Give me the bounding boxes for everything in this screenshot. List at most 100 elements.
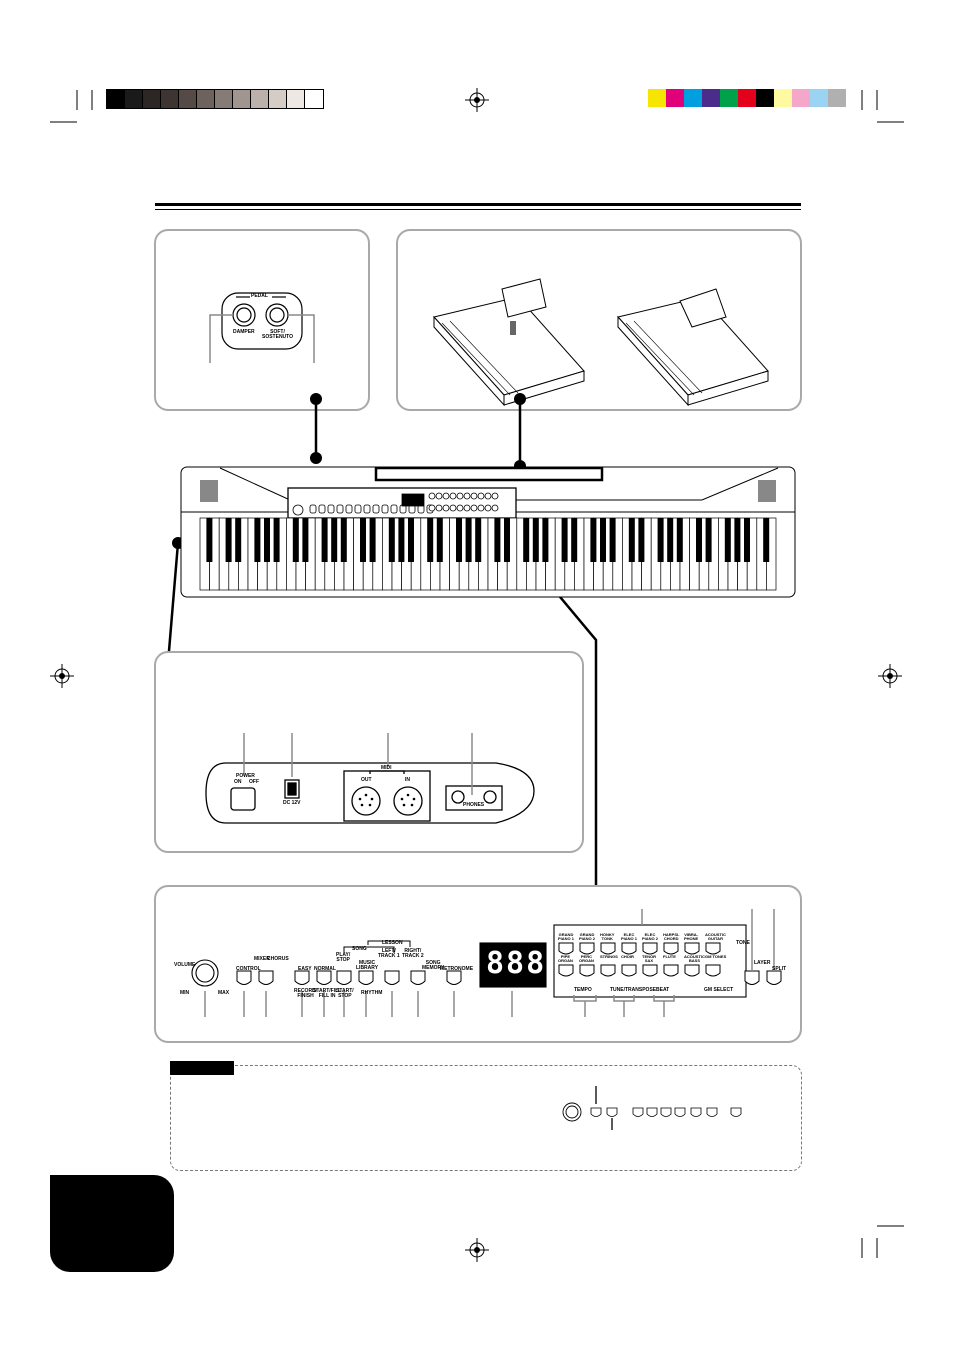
panel-button [318, 504, 326, 514]
black-key [532, 518, 539, 562]
black-key [264, 518, 270, 562]
pedal-jacks-illustration [209, 292, 315, 363]
tone-button [621, 942, 637, 955]
tone-button [621, 964, 637, 977]
black-key [705, 518, 712, 562]
start-stop-label: START/ STOP [336, 988, 354, 1000]
tone-label: TENOR SAX [642, 954, 656, 964]
keyboard-overview [180, 466, 796, 598]
tone-button [663, 942, 679, 955]
thumb-button [706, 1107, 718, 1117]
tone-button [684, 942, 700, 955]
tone-label: GRAND PIANO 2 [579, 932, 596, 942]
tone-button [456, 504, 464, 512]
black-key [657, 518, 664, 562]
easy-label: EASY [298, 966, 312, 972]
tone-label: CHOIR [621, 954, 634, 959]
color-swatch [648, 89, 666, 107]
black-key [561, 518, 568, 562]
black-key [456, 518, 462, 562]
black-key [590, 518, 597, 562]
tone-button [449, 504, 457, 512]
tone-label: HONKY TONK [600, 932, 615, 942]
panel-button [336, 970, 352, 985]
black-key [465, 518, 472, 562]
black-key [494, 518, 501, 562]
black-key [696, 518, 702, 562]
volume-label: VOLUME [174, 962, 196, 968]
black-key [542, 518, 549, 562]
tone-button [558, 942, 574, 955]
tone-label: TONE [736, 940, 750, 946]
black-key [676, 518, 683, 562]
black-key [254, 518, 261, 562]
layer-split-button [744, 970, 760, 985]
tone-label: ELEC PIANO 1 [621, 932, 638, 942]
pedal-jack-box: PEDAL DAMPER SOFT/ SOSTENUTO [154, 229, 370, 411]
tone-button [642, 942, 658, 955]
black-key [436, 518, 443, 562]
color-swatch [702, 89, 720, 107]
black-key [427, 518, 434, 562]
layer-split-button [766, 970, 782, 985]
display-digits: 888 [486, 946, 547, 981]
black-key [744, 518, 750, 562]
midi-label: MIDI [381, 765, 392, 771]
black-key [360, 518, 366, 562]
tone-button [477, 504, 485, 512]
beat-label: BEAT [656, 987, 670, 993]
note-box [170, 1065, 802, 1171]
color-swatch [684, 89, 702, 107]
bracket [653, 995, 675, 1002]
thumb-button [690, 1107, 702, 1117]
rear-panel-illustration [205, 733, 535, 824]
tone-button [449, 492, 457, 500]
panel-button [384, 970, 400, 985]
black-key [763, 518, 770, 562]
record-finish-label: RECORD/ FINISH [294, 988, 318, 1000]
panel-button [316, 970, 332, 985]
tone-button [684, 964, 700, 977]
tone-button [642, 964, 658, 977]
title-rule [155, 203, 801, 206]
note-thumbnail-illustration [562, 1086, 742, 1130]
tone-button [663, 964, 679, 977]
split-label: SPLIT [772, 966, 787, 972]
metronome-label: METRONOME [440, 966, 474, 972]
tone-button [463, 492, 471, 500]
tone-label: ACOUSTIC GUITAR [705, 932, 726, 942]
control-panel-box: 888 VOLUME MIN MAX CONTROL MIXER CHORUS … [154, 885, 802, 1043]
panel-button [309, 504, 317, 514]
black-key [475, 518, 482, 562]
black-key [206, 518, 213, 562]
track-right-label: RIGHT/ TRACK 2 [402, 948, 424, 960]
tone-label: PIPE ORGAN [558, 954, 573, 964]
music-library-label: MUSIC LIBRARY [356, 960, 379, 972]
midi-in-label: IN [405, 777, 410, 783]
tone-button [579, 964, 595, 977]
tone-label: PERC ORGAN [579, 954, 594, 964]
black-key [523, 518, 530, 562]
volume-max-label: MAX [218, 990, 230, 996]
midi-out-label: OUT [361, 777, 372, 783]
pedal-group-label: PEDAL [251, 293, 268, 299]
tone-button [558, 964, 574, 977]
panel-button [381, 504, 389, 514]
piano-models-box [396, 229, 802, 411]
black-key [408, 518, 414, 562]
thumb-button [632, 1107, 644, 1117]
power-label: POWER [236, 773, 255, 779]
panel-button [258, 970, 274, 985]
panel-button [354, 504, 362, 514]
power-on-label: ON [234, 779, 242, 785]
control-panel-illustration [191, 909, 782, 1017]
tone-button [491, 504, 499, 512]
play-stop-label: PLAY/ STOP [336, 952, 351, 964]
tune-transpose-label: TUNE/TRANSPOSE [610, 987, 657, 993]
rear-panel-box: POWER ON OFF DC 12V MIDI OUT IN PHONES [154, 651, 584, 853]
tone-button [428, 492, 436, 500]
panel-button [345, 504, 353, 514]
damper-label: DAMPER [233, 329, 255, 335]
panel-button [294, 970, 310, 985]
panel-button [327, 504, 335, 514]
